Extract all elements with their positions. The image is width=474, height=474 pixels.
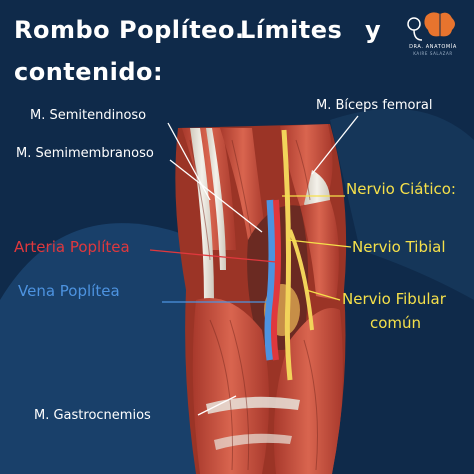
popliteal-artery <box>271 199 281 361</box>
title-line-1a: Rombo Poplíteo. <box>14 16 245 44</box>
label-nervio-ciatico: Nervio Ciático: <box>346 180 456 198</box>
label-nervio-tibial: Nervio Tibial <box>352 238 446 256</box>
label-gastrocnemios: M. Gastrocnemios <box>34 408 151 423</box>
background-shape <box>330 108 474 300</box>
label-biceps-femoral: M. Bíceps femoral <box>316 98 433 113</box>
title-line-1b: Límites <box>240 16 343 44</box>
tendon <box>206 128 226 270</box>
semitendinosus-muscle <box>220 128 266 240</box>
gastrocnemius-medial <box>192 298 269 474</box>
leader-lines <box>167 115 359 416</box>
label-vena-poplitea: Vena Poplítea <box>18 282 120 300</box>
brain-stethoscope-icon <box>407 12 455 41</box>
gastrocnemius-lateral <box>273 308 343 474</box>
title-line-2: contenido: <box>14 58 164 86</box>
gastrocnemius-tendon <box>214 433 292 450</box>
label-semimembranoso: M. Semimembranoso <box>16 146 154 161</box>
biceps-lower <box>300 200 339 300</box>
label-arteria-poplitea: Arteria Poplítea <box>14 238 130 256</box>
title-line-1c: y <box>365 16 382 44</box>
leg-illustration <box>175 124 347 474</box>
gastrocnemius-tendon <box>206 396 300 414</box>
common-fibular-nerve <box>288 229 314 331</box>
tibial-nerve <box>281 129 293 381</box>
logo-name: DRA. ANATOMÍA <box>409 44 457 50</box>
label-nervio-fibular: Nervio Fibular <box>342 290 446 308</box>
label-fibular-comun: común <box>370 314 422 332</box>
label-semitendinoso: M. Semitendinoso <box>30 108 147 123</box>
logo-subtitle: KAIRE SALAZAR <box>413 51 453 56</box>
popliteal-vein <box>264 199 276 361</box>
